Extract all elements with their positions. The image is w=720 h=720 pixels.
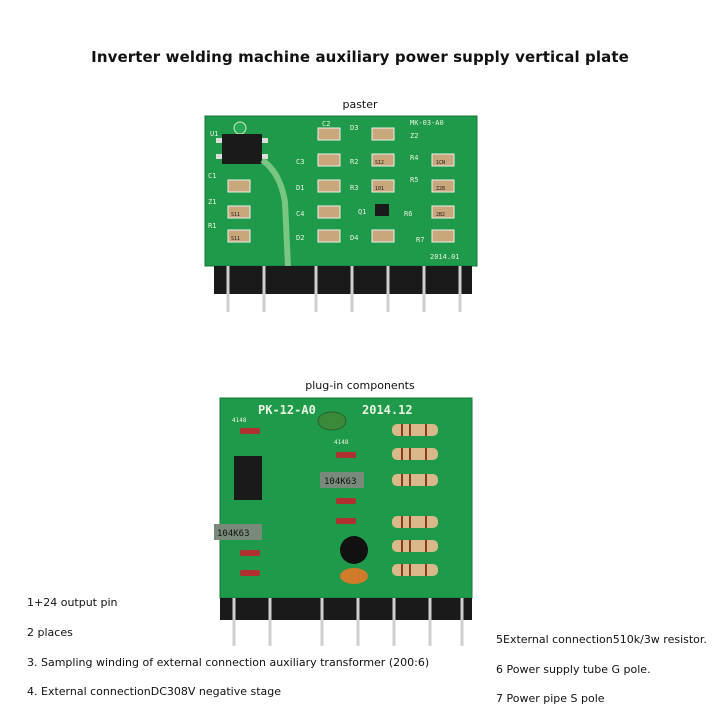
chip-mark: Z2B — [436, 186, 445, 192]
silk-label: C3 — [296, 158, 304, 166]
chip-mark: S12 — [375, 160, 384, 166]
silk-label: D1 — [296, 184, 304, 192]
silk-label: Z1 — [208, 198, 216, 206]
silk-label: R1 — [208, 222, 216, 230]
note-4: 4. External connectionDC308V negative st… — [27, 685, 282, 698]
silk-label: U1 — [210, 130, 218, 138]
optocoupler-chip — [234, 456, 262, 500]
silk-label: C4 — [296, 210, 304, 218]
pin-header — [214, 266, 472, 294]
silk-label: C2 — [322, 120, 330, 128]
silk-label: D4 — [350, 234, 358, 242]
cap-mark: 104K63 — [324, 477, 357, 487]
bottom-date-label: 2014.12 — [362, 403, 413, 417]
silk-label: R2 — [350, 158, 358, 166]
silk-label: D3 — [350, 124, 358, 132]
film-capacitor — [320, 472, 364, 488]
pin-header — [220, 598, 472, 620]
chip-mark: 1CN — [436, 160, 445, 166]
silk-label: R5 — [410, 176, 418, 184]
note-6: 6 Power supply tube G pole. — [496, 663, 651, 676]
bottom-board-caption: plug-in components — [305, 379, 415, 392]
silk-label: D2 — [296, 234, 304, 242]
smd-board-photo: MK-03-A0 2014.01 U1 C2 D3 C3 R2 R4 C1 D1… — [204, 115, 478, 312]
top-board-caption: paster — [342, 98, 378, 111]
silk-label: R4 — [410, 154, 418, 162]
silk-label: C1 — [208, 172, 216, 180]
chip-mark: 2B2 — [436, 212, 445, 218]
silk-label: 4148 — [232, 417, 247, 424]
silk-label: Z2 — [410, 132, 418, 140]
silk-label: R7 — [416, 236, 424, 244]
silk-label: R6 — [404, 210, 412, 218]
bottom-model-label: PK-12-A0 — [258, 403, 316, 417]
chip-mark: S11 — [231, 212, 240, 218]
header-pins — [226, 266, 462, 312]
silk-label: R3 — [350, 184, 358, 192]
cap-mark: 104K63 — [217, 529, 250, 539]
page-title: Inverter welding machine auxiliary power… — [91, 48, 629, 66]
chip-mark: 101 — [375, 186, 384, 192]
tht-board-photo: PK-12-A0 2014.12 4148 4148 104K63 104K63 — [214, 397, 473, 646]
optocoupler-chip — [216, 134, 268, 164]
ceramic-capacitor — [340, 568, 368, 584]
header-pins — [232, 598, 464, 646]
note-1: 1+24 output pin — [27, 596, 118, 609]
note-5: 5External connection510k/3w resistor. — [496, 633, 707, 646]
transistor — [340, 536, 368, 564]
note-2: 2 places — [27, 626, 73, 639]
film-capacitor — [214, 524, 262, 540]
note-3: 3. Sampling winding of external connecti… — [27, 656, 430, 669]
top-model-label: MK-03-A0 — [410, 119, 444, 127]
silk-label: 4148 — [334, 439, 349, 446]
chip-mark: S11 — [231, 236, 240, 242]
silk-label: Q1 — [358, 208, 366, 216]
top-date-label: 2014.01 — [430, 253, 460, 261]
note-7: 7 Power pipe S pole — [496, 692, 605, 705]
